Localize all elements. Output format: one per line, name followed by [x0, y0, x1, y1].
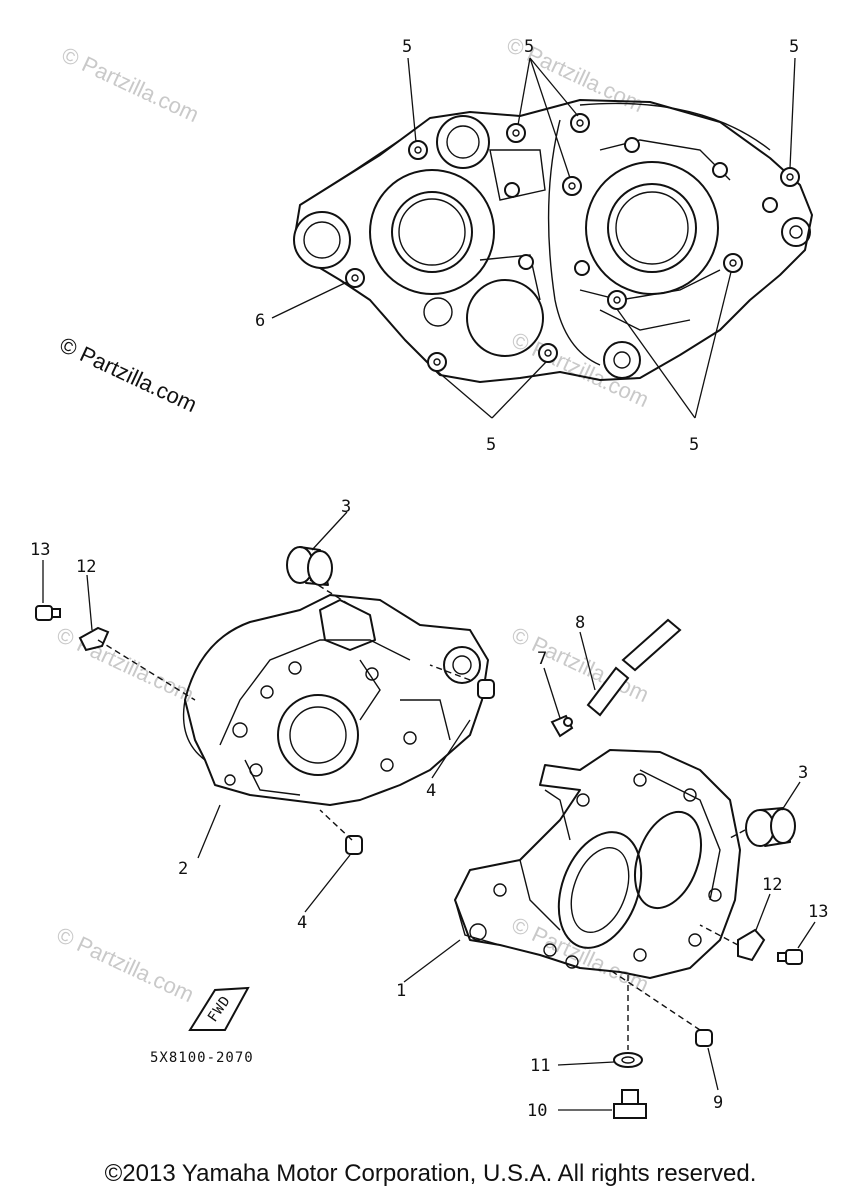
bolt-boss: [538, 343, 558, 363]
callout-4: 4: [297, 913, 307, 933]
fwd-label: FWD: [188, 986, 250, 1031]
bolt-boss: [562, 176, 582, 196]
callout-3: 3: [798, 763, 808, 783]
bolt-boss: [506, 123, 526, 143]
callout-13: 13: [30, 540, 50, 560]
dowel-pin: [477, 679, 495, 699]
callout-8: 8: [575, 613, 585, 633]
hose-fitting: [550, 714, 574, 738]
bolt-boss: [504, 182, 520, 198]
callout-13: 13: [808, 902, 828, 922]
screw: [35, 605, 61, 621]
callout-2: 2: [178, 859, 188, 879]
callout-4: 4: [426, 781, 436, 801]
drain-bolt: [613, 1089, 647, 1119]
screw: [777, 949, 803, 965]
stopper-plate: [737, 928, 766, 962]
bolt-boss: [780, 167, 800, 187]
dowel-sleeve: [745, 807, 796, 847]
bolt-boss: [607, 290, 627, 310]
callout-10: 10: [527, 1101, 547, 1121]
stopper-plate: [78, 626, 110, 652]
bolt-boss: [624, 137, 640, 153]
callout-12: 12: [76, 557, 96, 577]
watermark: © Partzilla.com: [508, 327, 653, 412]
bolt-boss: [712, 162, 728, 178]
plug: [695, 1029, 713, 1047]
pipe: [586, 618, 682, 717]
watermark: © Partzilla.com: [58, 42, 203, 127]
bolt-boss: [574, 260, 590, 276]
callout-11: 11: [530, 1056, 550, 1076]
bolt-boss: [427, 352, 447, 372]
callout-5: 5: [486, 435, 496, 455]
bolt-boss: [518, 254, 534, 270]
dowel-pin: [345, 835, 363, 855]
bolt-boss: [408, 140, 428, 160]
watermark: © Partzilla.com: [53, 622, 198, 707]
callout-5: 5: [524, 37, 534, 57]
callout-5: 5: [789, 37, 799, 57]
bolt-boss: [723, 253, 743, 273]
callout-6: 6: [255, 311, 265, 331]
washer: [613, 1052, 643, 1068]
callout-7: 7: [537, 649, 547, 669]
crankcase-right-half: [454, 749, 741, 979]
bolt-boss: [762, 197, 778, 213]
dowel-sleeve: [286, 546, 333, 586]
crankcase-top-view: [293, 99, 813, 383]
callout-1: 1: [396, 981, 406, 1001]
callout-5: 5: [689, 435, 699, 455]
callout-9: 9: [713, 1093, 723, 1113]
watermark: © Partzilla.com: [53, 922, 198, 1007]
bolt-boss: [345, 268, 365, 288]
part-code: 5X8100-2070: [150, 1050, 254, 1066]
bolt-boss: [570, 113, 590, 133]
callout-3: 3: [341, 497, 351, 517]
crankcase-left-half: [182, 594, 489, 806]
copyright-notice: ©2013 Yamaha Motor Corporation, U.S.A. A…: [104, 1160, 757, 1187]
callout-12: 12: [762, 875, 782, 895]
callout-5: 5: [402, 37, 412, 57]
watermark-primary: © Partzilla.com: [56, 332, 201, 417]
